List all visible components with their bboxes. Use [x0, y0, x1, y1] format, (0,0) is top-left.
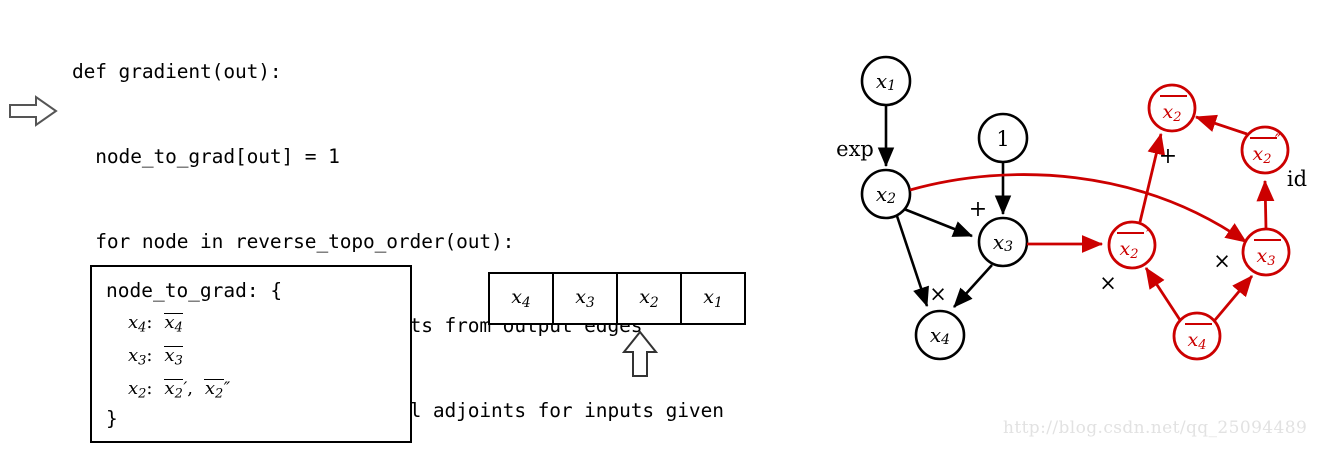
node-grad-x3-label: x3 — [1257, 245, 1276, 269]
node-grad-x4-label: x4 — [1188, 329, 1207, 353]
node-grad-x2[interactable] — [1147, 83, 1197, 133]
node-x1[interactable] — [860, 55, 912, 107]
watermark: http://blog.csdn.net/qq_25094489 — [1003, 418, 1308, 438]
node-grad-x3[interactable] — [1241, 227, 1291, 277]
edge-grad-x2p-to-grad-x2 — [1138, 132, 1166, 223]
code-line: node_to_grad[out] = 1 — [72, 145, 340, 169]
node-one-label: 1 — [996, 127, 1009, 151]
node-grad-x4[interactable] — [1172, 311, 1222, 361]
edge-x2-to-x4 — [895, 215, 929, 307]
code-line: def gradient(out): — [72, 60, 282, 84]
node-x4[interactable] — [914, 309, 966, 361]
node-x4-label: x4 — [930, 323, 950, 348]
prime-grad-x2-pp: ″ — [1275, 131, 1282, 151]
edge-grad-x3-to-grad-x2pp — [1256, 179, 1275, 230]
op-label-times: × — [929, 282, 947, 306]
topo-order-table: x4 x3 x2 x1 — [488, 272, 746, 325]
node-to-grad-entry-x2: x2: x2′, x2″ — [128, 378, 231, 402]
node-to-grad-close-brace: } — [106, 407, 118, 430]
node-to-grad-box: node_to_grad: { x4: x4 x3: x3 x2: x2′, x… — [90, 265, 412, 443]
topo-cell-x3[interactable]: x3 — [552, 272, 618, 325]
backward-nodes: x2 x2 ″ x2 ′ x3 x4 — [1107, 83, 1291, 361]
right-arrow-outline-icon — [9, 95, 58, 127]
op-label-backward-times-right: × — [1213, 249, 1231, 273]
forward-edges — [877, 105, 1012, 308]
edge-x2-to-x3 — [903, 207, 973, 238]
up-arrow-outline-icon — [622, 330, 658, 377]
node-grad-x2-p-label: x2 — [1120, 238, 1139, 262]
op-label-backward-plus: + — [1159, 144, 1177, 169]
backward-edges — [909, 114, 1275, 321]
op-label-plus: + — [969, 197, 987, 222]
node-x3[interactable] — [977, 216, 1029, 268]
node-x3-label: x3 — [993, 230, 1013, 255]
backward-op-labels: + id × × — [1099, 144, 1307, 295]
node-to-grad-title: node_to_grad: { — [106, 279, 283, 302]
table-row: x4 x3 x2 x1 — [488, 272, 746, 325]
edge-x2-to-grad-x3 — [909, 173, 1247, 244]
topo-cell-x1[interactable]: x1 — [680, 272, 746, 325]
prime-grad-x2-p: ′ — [1146, 226, 1150, 246]
node-one[interactable] — [977, 112, 1029, 164]
node-x1-label: x1 — [876, 69, 896, 94]
node-to-grad-entry-x3: x3: x3 — [128, 345, 184, 369]
code-line: for node in reverse_topo_order(out): — [72, 229, 515, 253]
edge-grad-x4-to-grad-x3 — [1213, 275, 1254, 321]
node-grad-x2-p[interactable] — [1107, 220, 1157, 270]
forward-op-labels: exp + × — [836, 137, 987, 306]
op-label-backward-times-left: × — [1099, 271, 1117, 295]
node-x2[interactable] — [860, 168, 912, 220]
forward-nodes: x1 1 x2 x3 x4 — [860, 55, 1029, 361]
op-label-exp: exp — [836, 137, 874, 161]
node-x2-label: x2 — [876, 182, 896, 207]
edge-grad-x2pp-to-grad-x2 — [1194, 114, 1248, 136]
node-grad-x2-label: x2 — [1163, 101, 1182, 125]
topo-cell-x2[interactable]: x2 — [616, 272, 682, 325]
edge-grad-x4-to-grad-x2p — [1144, 267, 1182, 321]
node-grad-x2-pp-label: x2 — [1253, 143, 1272, 167]
node-grad-x2-pp[interactable] — [1240, 125, 1290, 175]
op-label-backward-id: id — [1287, 167, 1307, 191]
edge-x3-to-x4 — [953, 264, 993, 308]
node-to-grad-entry-x4: x4: x4 — [128, 312, 184, 336]
topo-cell-x4[interactable]: x4 — [488, 272, 554, 325]
